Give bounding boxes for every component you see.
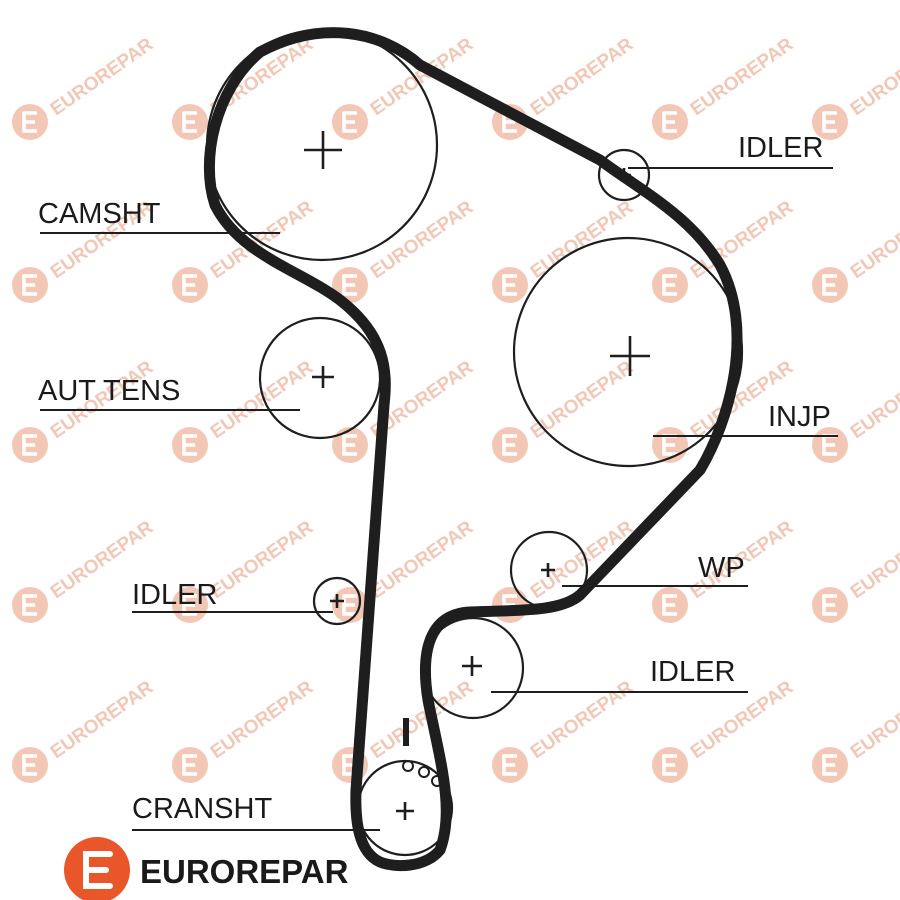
auto-tensioner-center-mark xyxy=(312,366,334,388)
watermark-e-glyph xyxy=(822,594,837,616)
watermark-text: EUROREPAR xyxy=(527,357,638,443)
watermark-e-glyph xyxy=(502,434,517,456)
brand-name: EUROREPAR xyxy=(140,853,349,890)
watermark-e-glyph xyxy=(502,754,517,776)
watermark-tile: EUROREPAR xyxy=(812,517,900,623)
watermark-text: EUROREPAR xyxy=(847,34,900,120)
label-auto-tensioner: AUT TENS xyxy=(38,375,180,407)
watermark-tile: EUROREPAR xyxy=(12,677,157,783)
camshaft-center-mark xyxy=(304,131,342,169)
watermark-e-glyph xyxy=(822,274,837,296)
watermark-text: EUROREPAR xyxy=(847,357,900,443)
watermark-e-glyph xyxy=(662,754,677,776)
timing-belt xyxy=(203,27,743,872)
watermark-tile: EUROREPAR xyxy=(332,357,477,463)
idler-left-center-mark xyxy=(330,594,344,608)
watermark-tile: EUROREPAR xyxy=(332,517,477,623)
watermark-tile: EUROREPAR xyxy=(172,197,317,303)
watermark-text: EUROREPAR xyxy=(367,197,478,283)
watermark-e-glyph xyxy=(22,594,37,616)
idler-left-pulley xyxy=(312,576,362,626)
crankshaft-timing-marks xyxy=(402,718,443,787)
watermark-tile: EUROREPAR xyxy=(812,197,900,303)
label-crankshaft: CRANSHT xyxy=(132,793,272,825)
watermark-tile: EUROREPAR xyxy=(812,677,900,783)
watermark-e-glyph xyxy=(822,111,837,133)
watermark-text: EUROREPAR xyxy=(687,677,798,763)
watermark-e-glyph xyxy=(182,754,197,776)
watermark-e-glyph xyxy=(822,754,837,776)
brand-logo-e-glyph xyxy=(83,851,113,889)
brand-logo: EUROREPAR xyxy=(64,837,349,900)
watermark-tile: EUROREPAR xyxy=(652,34,797,140)
watermark-e-glyph xyxy=(342,111,357,133)
watermark-tile: EUROREPAR xyxy=(172,34,317,140)
watermark-e-glyph xyxy=(22,274,37,296)
watermark-e-glyph xyxy=(662,274,677,296)
watermark-text: EUROREPAR xyxy=(527,677,638,763)
watermark-text: EUROREPAR xyxy=(207,677,318,763)
crankshaft-center-mark xyxy=(396,802,414,820)
watermark-text: EUROREPAR xyxy=(847,197,900,283)
watermark-e-glyph xyxy=(22,434,37,456)
watermark-text: EUROREPAR xyxy=(847,517,900,603)
timing-dot-2 xyxy=(418,766,430,778)
watermark-text: EUROREPAR xyxy=(847,677,900,763)
label-camshaft: CAMSHT xyxy=(38,198,161,230)
watermark-text: EUROREPAR xyxy=(47,34,158,120)
watermark-text: EUROREPAR xyxy=(687,34,798,120)
watermark-tile: EUROREPAR xyxy=(492,34,637,140)
watermark-e-glyph xyxy=(182,594,197,616)
watermark-e-glyph xyxy=(182,274,197,296)
watermark-e-glyph xyxy=(342,594,357,616)
label-injection-pump: INJP xyxy=(768,401,831,433)
watermark-e-glyph xyxy=(182,111,197,133)
crankshaft-timing-notch xyxy=(403,718,409,746)
component-labels: CAMSHT AUT TENS IDLER CRANSHT IDLER INJP… xyxy=(38,132,831,825)
watermark-e-glyph xyxy=(182,434,197,456)
watermark-e-glyph xyxy=(22,754,37,776)
watermark-tile: EUROREPAR xyxy=(332,197,477,303)
watermark-e-glyph xyxy=(342,434,357,456)
watermark-text: EUROREPAR xyxy=(207,517,318,603)
label-water-pump: WP xyxy=(698,552,745,584)
label-idler-top-right: IDLER xyxy=(738,132,823,164)
timing-dot-1 xyxy=(402,760,414,772)
watermark-tile: EUROREPAR xyxy=(492,197,637,303)
watermark-e-glyph xyxy=(502,274,517,296)
watermark-text: EUROREPAR xyxy=(527,197,638,283)
idler-lower-right-center-mark xyxy=(462,656,482,676)
watermark-tile: EUROREPAR xyxy=(12,34,157,140)
label-idler-lower-right: IDLER xyxy=(650,656,735,688)
watermark-e-glyph xyxy=(342,274,357,296)
watermark-tile: EUROREPAR xyxy=(172,677,317,783)
watermark-tile: EUROREPAR xyxy=(812,34,900,140)
watermark-e-glyph xyxy=(662,111,677,133)
watermark-e-glyph xyxy=(662,594,677,616)
water-pump-center-mark xyxy=(541,563,555,577)
label-idler-left: IDLER xyxy=(132,579,217,611)
watermark-text: EUROREPAR xyxy=(47,677,158,763)
injection-pump-center-mark xyxy=(610,336,650,376)
watermark-text: EUROREPAR xyxy=(527,34,638,120)
leader-lines xyxy=(40,167,838,831)
watermark-text: EUROREPAR xyxy=(207,357,318,443)
watermark-text: EUROREPAR xyxy=(367,517,478,603)
idler-top-right-pulley xyxy=(597,148,651,202)
watermark-e-glyph xyxy=(22,111,37,133)
